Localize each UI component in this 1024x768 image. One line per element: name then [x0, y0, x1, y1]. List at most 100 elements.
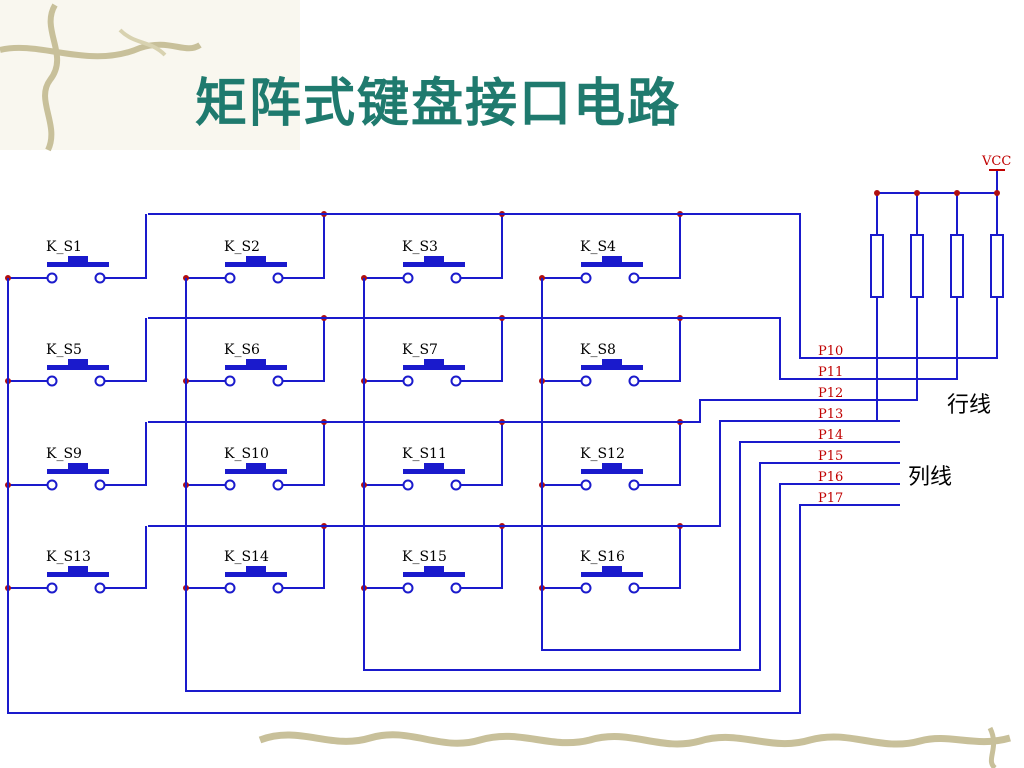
switch-label: K_S10 — [224, 446, 269, 462]
row-bus — [148, 317, 900, 380]
row-bus — [148, 213, 900, 359]
switch-terminal-right — [94, 582, 106, 594]
column-lines-label: 列线 — [908, 465, 952, 490]
row-lead — [282, 214, 325, 279]
switch-actuator-bar — [225, 262, 287, 267]
port-label: P15 — [818, 449, 843, 464]
switch-actuator-bar — [581, 365, 643, 370]
switch-terminal-left — [46, 375, 58, 387]
switch-actuator-bar — [225, 469, 287, 474]
column-line — [363, 278, 900, 671]
switch-terminal-right — [272, 375, 284, 387]
switch-terminal-right — [94, 479, 106, 491]
switch-terminal-left — [402, 479, 414, 491]
switch-actuator-bar — [403, 572, 465, 577]
switch-terminal-left — [46, 479, 58, 491]
switch-terminal-right — [628, 582, 640, 594]
row-lead — [638, 318, 681, 382]
switch-button-cap — [602, 256, 622, 262]
row-lead — [104, 318, 147, 382]
switch-terminal-left — [402, 272, 414, 284]
pull-up-resistor — [990, 234, 1004, 298]
row-lead — [282, 422, 325, 486]
switch-terminal-right — [94, 272, 106, 284]
switch-label: K_S9 — [46, 446, 82, 462]
column-line — [541, 278, 900, 651]
switch-label: K_S6 — [224, 342, 260, 358]
switch-terminal-left — [580, 375, 592, 387]
switch-terminal-right — [450, 375, 462, 387]
row-lead — [638, 214, 681, 279]
row-lead — [104, 214, 147, 279]
switch-terminal-right — [450, 479, 462, 491]
switch-terminal-right — [628, 272, 640, 284]
row-lead — [460, 318, 503, 382]
row-lead — [460, 526, 503, 589]
row-lead — [104, 526, 147, 589]
switch-terminal-left — [224, 582, 236, 594]
resistor-bottom-lead — [900, 297, 918, 401]
switch-label: K_S1 — [46, 239, 82, 255]
switch-terminal-right — [450, 272, 462, 284]
switch-terminal-right — [450, 582, 462, 594]
pull-up-resistor — [950, 234, 964, 298]
vcc-label: VCC — [981, 154, 1011, 169]
switch-button-cap — [246, 256, 266, 262]
row-lead — [460, 214, 503, 279]
switch-button-cap — [602, 463, 622, 469]
pull-up-resistor — [910, 234, 924, 298]
row-lines-label: 行线 — [947, 393, 991, 418]
switch-button-cap — [424, 463, 444, 469]
row-lead — [638, 422, 681, 486]
switch-label: K_S8 — [580, 342, 616, 358]
switch-label: K_S3 — [402, 239, 438, 255]
switch-terminal-left — [46, 272, 58, 284]
switch-terminal-right — [272, 582, 284, 594]
switch-terminal-left — [224, 375, 236, 387]
resistor-bottom-lead — [876, 297, 900, 422]
switch-button-cap — [424, 359, 444, 365]
junction-dot — [954, 190, 960, 196]
switch-terminal-left — [402, 375, 414, 387]
port-label: P14 — [818, 428, 843, 443]
switch-actuator-bar — [403, 262, 465, 267]
junction-dot — [994, 190, 1000, 196]
switch-button-cap — [68, 566, 88, 572]
switch-label: K_S11 — [402, 446, 447, 462]
switch-actuator-bar — [403, 469, 465, 474]
switch-button-cap — [246, 463, 266, 469]
column-line — [7, 278, 900, 714]
row-lead — [104, 422, 147, 486]
switch-actuator-bar — [47, 365, 109, 370]
row-bus — [148, 420, 900, 527]
switch-terminal-right — [272, 479, 284, 491]
switch-actuator-bar — [47, 469, 109, 474]
port-label: P13 — [818, 407, 843, 422]
switch-terminal-left — [580, 272, 592, 284]
port-label: P16 — [818, 470, 843, 485]
row-lead — [282, 318, 325, 382]
switch-button-cap — [68, 256, 88, 262]
junction-dot — [914, 190, 920, 196]
switch-terminal-right — [628, 375, 640, 387]
switch-actuator-bar — [225, 572, 287, 577]
switch-actuator-bar — [47, 572, 109, 577]
switch-actuator-bar — [581, 469, 643, 474]
switch-button-cap — [68, 359, 88, 365]
switch-label: K_S14 — [224, 549, 269, 565]
port-label: P12 — [818, 386, 843, 401]
row-lead — [282, 526, 325, 589]
pull-up-resistor — [870, 234, 884, 298]
switch-actuator-bar — [581, 572, 643, 577]
row-lead — [638, 526, 681, 589]
switch-label: K_S12 — [580, 446, 625, 462]
port-label: P11 — [818, 365, 843, 380]
switch-terminal-left — [402, 582, 414, 594]
switch-terminal-left — [580, 479, 592, 491]
switch-terminal-left — [224, 272, 236, 284]
switch-terminal-left — [46, 582, 58, 594]
switch-terminal-right — [628, 479, 640, 491]
